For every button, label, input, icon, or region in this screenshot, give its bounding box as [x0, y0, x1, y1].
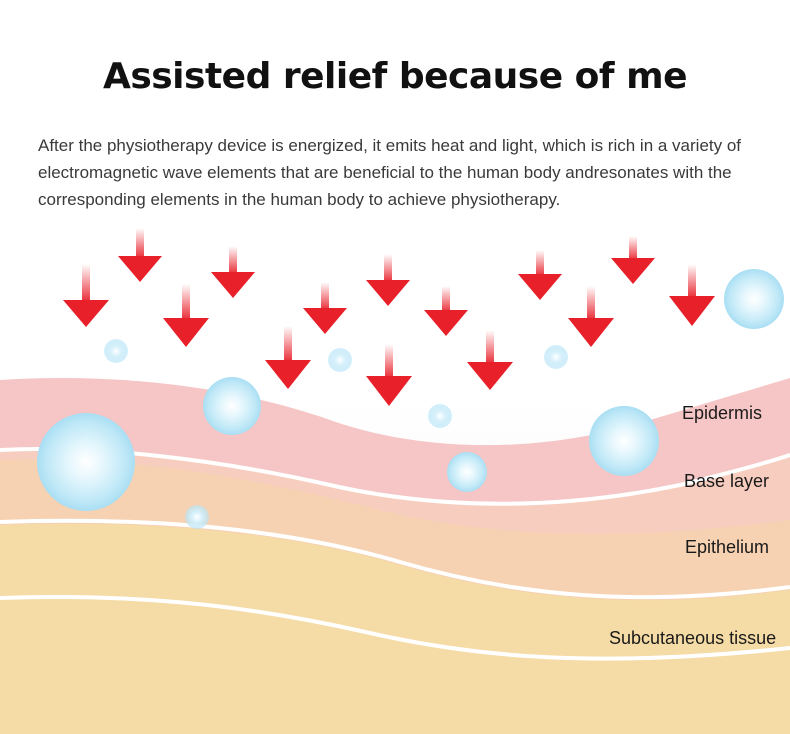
label-base-layer: Base layer	[684, 471, 770, 491]
down-arrow-icon	[118, 228, 162, 282]
label-epithelium: Epithelium	[685, 537, 770, 557]
down-arrow-icon	[669, 264, 715, 326]
bubble-icon	[724, 269, 784, 329]
description-text: After the physiotherapy device is energi…	[38, 136, 742, 209]
down-arrow-icon	[211, 246, 255, 298]
boundary-line-1	[0, 447, 790, 506]
bubble-icon	[544, 345, 568, 369]
down-arrow-icon	[303, 282, 347, 334]
label-epidermis: Epidermis	[682, 403, 763, 423]
bubble-icon	[447, 452, 487, 492]
base-layer	[0, 444, 790, 534]
label-subcutaneous-tissue: Subcutaneous tissue	[609, 628, 777, 648]
down-arrow-icon	[366, 344, 412, 406]
down-arrow-icon	[611, 236, 655, 284]
bubble-icon	[185, 505, 209, 529]
subcutaneous-layer	[0, 589, 790, 734]
down-arrow-icon	[163, 284, 209, 347]
epidermis-layer	[0, 377, 790, 504]
epithelium-layer	[0, 454, 790, 601]
down-arrow-icon	[366, 254, 410, 306]
down-arrow-icon	[63, 264, 109, 327]
down-arrow-icon	[467, 330, 513, 390]
down-arrow-icon	[424, 286, 468, 336]
down-arrow-icon	[568, 286, 614, 347]
down-arrow-icon	[518, 250, 562, 300]
page-title: Assisted relief because of me	[102, 56, 688, 97]
subcutaneous-layer-top	[0, 518, 790, 661]
bubble-icon	[203, 377, 261, 435]
bubble-icon	[428, 404, 452, 428]
bubble-icon	[104, 339, 128, 363]
bubble-icon	[37, 413, 135, 511]
boundary-line-2	[0, 518, 790, 600]
boundary-line-3	[0, 595, 790, 661]
down-arrow-icon	[265, 326, 311, 389]
bubble-icon	[328, 348, 352, 372]
bubble-icon	[589, 406, 659, 476]
